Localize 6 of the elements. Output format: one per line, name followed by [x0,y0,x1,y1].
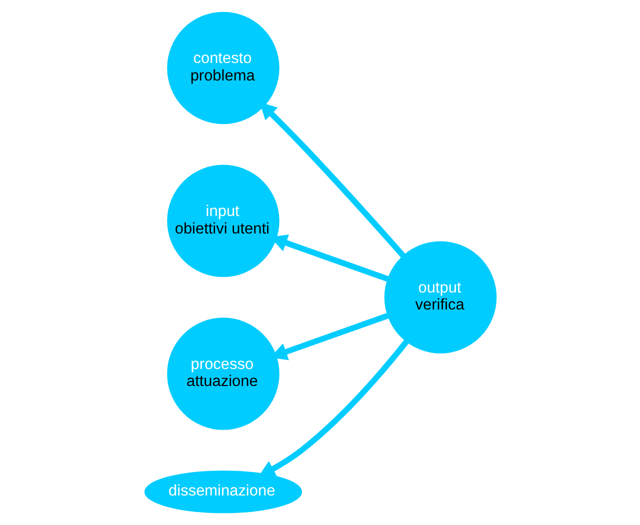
arrow [259,102,405,258]
node-circle: processo attuazione [166,318,279,430]
node-circle: input obiettivi utenti [166,164,279,278]
arrow [258,340,408,477]
node-ellipse: disseminazione [144,470,302,514]
node-circle: output verifica [384,241,496,354]
